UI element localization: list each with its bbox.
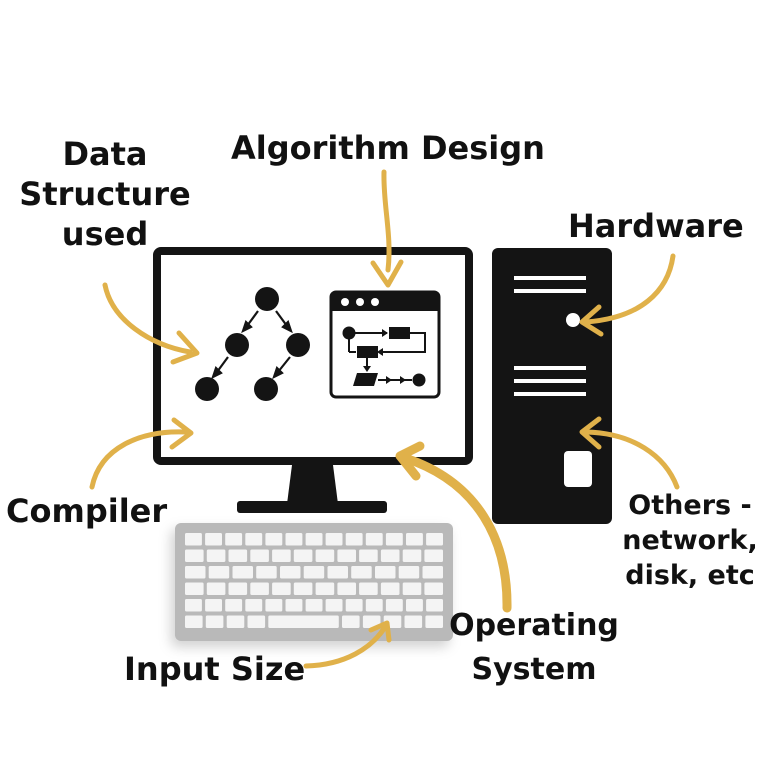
keyboard-key — [375, 566, 396, 579]
keyboard-key — [315, 549, 335, 562]
keyboard-key — [272, 582, 291, 595]
tower-case-icon — [492, 248, 612, 524]
keyboard-key — [245, 533, 263, 546]
keyboard-key — [359, 549, 378, 562]
keyboard-key — [422, 566, 443, 579]
arrow-operating-system — [400, 453, 512, 613]
keyboard-key — [285, 599, 303, 612]
keyboard-key — [385, 599, 403, 612]
keyboard-key — [208, 566, 230, 579]
keyboard-key — [305, 599, 323, 612]
keyboard-key — [406, 533, 423, 546]
keyboard-key — [205, 615, 224, 628]
keyboard-key — [245, 599, 263, 612]
keyboard-key — [185, 599, 202, 612]
label-input-size: Input Size — [124, 650, 306, 688]
keyboard-key — [185, 582, 204, 595]
keyboard-key — [406, 599, 423, 612]
keyboard-key — [342, 615, 360, 628]
keyboard-key — [228, 582, 248, 595]
keyboard-key — [337, 582, 356, 595]
keyboard-key — [228, 549, 248, 562]
keyboard-key — [256, 566, 277, 579]
keyboard-key — [225, 533, 243, 546]
keyboard-key — [426, 533, 443, 546]
monitor-icon — [153, 247, 473, 513]
keyboard-key — [424, 582, 443, 595]
keyboard-key — [185, 533, 202, 546]
keyboard-key — [365, 533, 383, 546]
keyboard-key — [280, 566, 301, 579]
keyboard-key — [327, 566, 348, 579]
label-hardware: Hardware — [568, 207, 744, 245]
keyboard-key — [404, 615, 423, 628]
flowchart-window-icon — [329, 290, 441, 399]
monitor-bezel — [153, 247, 473, 465]
label-algorithm-design: Algorithm Design — [231, 129, 545, 167]
keyboard-key — [402, 582, 422, 595]
monitor-base — [237, 501, 387, 513]
keyboard-key — [293, 549, 313, 562]
arrows — [89, 169, 680, 669]
keyboard-key — [185, 615, 203, 628]
arrow-hardware — [583, 253, 676, 325]
keyboard-key — [351, 566, 372, 579]
label-others: Others - network, disk, etc — [622, 490, 758, 592]
arrow-data-structure — [102, 282, 193, 355]
arrow-others — [583, 429, 680, 490]
arrow-input-size — [303, 624, 388, 669]
keyboard-key — [426, 599, 443, 612]
keyboard-key — [345, 599, 363, 612]
keyboard-key — [268, 615, 339, 628]
keyboard-key — [337, 549, 356, 562]
keyboard-key — [226, 615, 245, 628]
arrow-compiler — [89, 429, 189, 490]
keyboard-key — [359, 582, 378, 595]
label-data-structure: Data Structure used — [19, 135, 191, 253]
keyboard-key — [303, 566, 325, 579]
keyboard-key — [185, 549, 204, 562]
keyboard-key — [272, 549, 291, 562]
keyboard-key — [424, 549, 443, 562]
keyboard-key — [305, 533, 323, 546]
arrow-algorithm-design — [381, 169, 392, 273]
keyboard-key — [225, 599, 243, 612]
keyboard-key — [250, 549, 269, 562]
monitor-neck — [287, 465, 338, 504]
keyboard-keys — [185, 533, 443, 628]
keyboard-key — [285, 533, 303, 546]
keyboard-key — [325, 599, 343, 612]
keyboard-key — [206, 549, 226, 562]
keyboard-key — [205, 599, 222, 612]
keyboard-key — [205, 533, 222, 546]
keyboard-key — [265, 599, 283, 612]
keyboard-key — [232, 566, 253, 579]
keyboard-key — [402, 549, 422, 562]
keyboard-key — [315, 582, 335, 595]
keyboard-key — [385, 533, 403, 546]
keyboard-key — [247, 615, 266, 628]
keyboard-key — [380, 549, 400, 562]
keyboard-key — [362, 615, 381, 628]
keyboard-key — [325, 533, 343, 546]
label-compiler: Compiler — [6, 492, 168, 530]
keyboard-key — [293, 582, 313, 595]
tree-graph-icon — [195, 287, 310, 401]
keyboard-key — [425, 615, 443, 628]
keyboard-key — [265, 533, 283, 546]
keyboard-key — [250, 582, 269, 595]
keyboard-key — [206, 582, 226, 595]
keyboard-key — [365, 599, 383, 612]
keyboard-key — [380, 582, 400, 595]
label-operating-system: Operating System — [449, 608, 619, 687]
keyboard-key — [345, 533, 363, 546]
keyboard-icon — [175, 523, 453, 641]
keyboard-key — [185, 566, 206, 579]
keyboard-key — [398, 566, 420, 579]
